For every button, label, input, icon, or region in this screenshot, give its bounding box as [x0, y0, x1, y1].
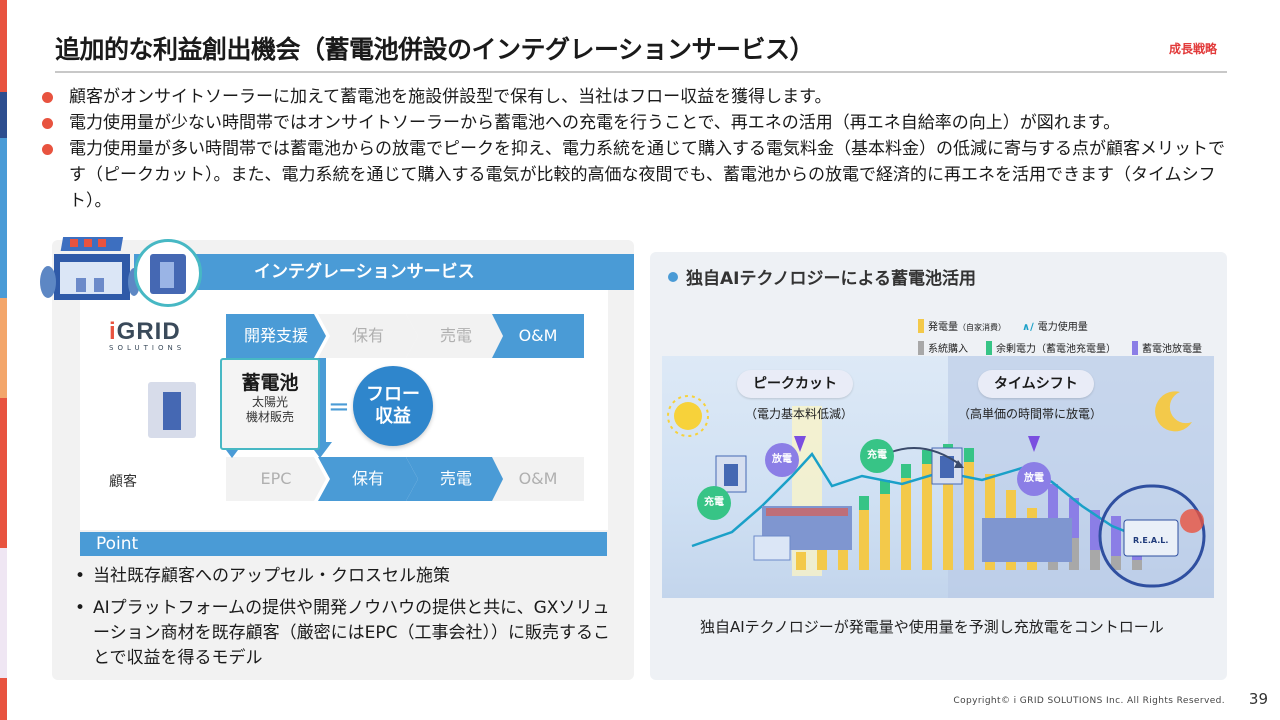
legend-usage-label: 電力使用量: [1037, 322, 1088, 333]
illustration-bar: [1069, 538, 1079, 570]
company-step-om: O&M: [492, 314, 584, 358]
bullet-dot-icon: [42, 144, 53, 155]
discharge-bubble: 放電: [765, 443, 799, 477]
battery-sales-sub2: 機材販売: [245, 410, 294, 424]
bullet-item: 電力使用量が少ない時間帯ではオンサイトソーラーから蓄電池への充電を行うことで、再…: [40, 110, 1250, 136]
customer-step-om: O&M: [492, 457, 584, 501]
illustration-bar: [880, 494, 890, 570]
side-color-stripe: [0, 0, 7, 720]
battery-sales-title: 蓄電池: [241, 372, 299, 394]
ai-panel-title-text: 独自AIテクノロジーによる蓄電池活用: [686, 269, 976, 289]
legend-swatch-surplus: [986, 341, 992, 355]
legend-swatch-grid: [918, 341, 924, 355]
bullet-text: 電力使用量が多い時間帯では蓄電池からの放電でピークを抑え、電力系統を通じて購入す…: [69, 139, 1225, 211]
copyright: Copyright© i GRID SOLUTIONS Inc. All Rig…: [953, 696, 1225, 706]
bullet-text: 顧客がオンサイトソーラーに加えて蓄電池を施設併設型で保有し、当社はフロー収益を獲…: [69, 87, 832, 107]
illustration-discharge-bar: [1048, 484, 1058, 524]
time-shift-note: （高単価の時間帯に放電）: [958, 407, 1103, 421]
bullet-list: 顧客がオンサイトソーラーに加えて蓄電池を施設併設型で保有し、当社はフロー収益を獲…: [40, 84, 1250, 214]
illustration-bar: [901, 478, 911, 570]
legend-generation: 発電量（自家消費）: [918, 318, 1006, 333]
customer-step-power-sales: 売電: [406, 457, 506, 501]
bullet-item: 顧客がオンサイトソーラーに加えて蓄電池を施設併設型で保有し、当社はフロー収益を獲…: [40, 84, 1250, 110]
legend-generation-note: （自家消費）: [958, 323, 1006, 332]
ai-panel-title: 独自AIテクノロジーによる蓄電池活用: [668, 264, 976, 289]
point-item: • 当社既存顧客へのアップセル・クロスセル施策: [75, 564, 625, 589]
flow-revenue-line1: フロー: [366, 384, 420, 405]
title-divider: [55, 71, 1227, 73]
bullet-dot-icon: [42, 92, 53, 103]
charge-bubble: 充電: [697, 486, 731, 520]
legend-line-icon: ∧∕: [1022, 322, 1034, 333]
legend-discharge: 蓄電池放電量: [1132, 340, 1202, 355]
ai-caption: 独自AIテクノロジーが発電量や使用量を予測し充放電をコントロール: [700, 618, 1164, 636]
peak-cut-note: （電力基本料低減）: [745, 407, 854, 421]
illustration-discharge-bar: [1090, 510, 1100, 550]
point-bullet-icon: •: [75, 598, 86, 618]
illustration-bar: [1132, 560, 1142, 570]
battery-cells-icon: [160, 262, 174, 288]
illustration-surplus-bar: [859, 496, 869, 510]
legend-discharge-label: 蓄電池放電量: [1142, 344, 1202, 355]
point-list: • 当社既存顧客へのアップセル・クロスセル施策 • AIプラットフォームの提供や開発…: [75, 564, 625, 678]
illustration-surplus-bar: [880, 480, 890, 494]
point-header: Point: [80, 532, 607, 556]
legend-swatch-generation: [918, 319, 924, 333]
equals-sign: =: [328, 392, 350, 422]
legend-surplus-label: 余剰電力（蓄電池充電量）: [996, 344, 1116, 355]
bullet-dot-icon: [42, 118, 53, 129]
illustration-surplus-bar: [964, 448, 974, 462]
company-step-power-sales: 売電: [406, 314, 506, 358]
illustration-bar: [943, 458, 953, 570]
bullet-item: 電力使用量が多い時間帯では蓄電池からの放電でピークを抑え、電力系統を通じて購入す…: [40, 136, 1240, 214]
customer-step-ownership: 保有: [318, 457, 418, 501]
service-bar: インテグレーションサービス: [134, 254, 634, 290]
logo-letter-i: i: [109, 318, 117, 345]
illustration-surplus-bar: [922, 450, 932, 464]
legend-generation-label: 発電量: [928, 322, 958, 333]
peak-cut-label: ピークカット: [737, 370, 853, 398]
flow-revenue-badge: フロー 収益: [353, 366, 433, 446]
illustration-surplus-bar: [901, 464, 911, 478]
point-text: 当社既存顧客へのアップセル・クロスセル施策: [93, 566, 450, 586]
logo-wordmark: GRID: [116, 318, 181, 345]
charge-bubble: 充電: [860, 439, 894, 473]
illustration-bar: [1111, 556, 1121, 570]
company-step-development: 開発支援: [226, 314, 326, 358]
legend-usage: ∧∕電力使用量: [1022, 318, 1088, 333]
battery-unit-icon: [148, 382, 196, 438]
title-dot-icon: [668, 272, 678, 282]
battery-sales-sub1: 太陽光: [251, 395, 288, 409]
page-title: 追加的な利益創出機会（蓄電池併設のインテグレーションサービス）: [55, 35, 815, 64]
discharge-bubble: 放電: [1017, 462, 1051, 496]
illustration-bar: [817, 540, 827, 570]
illustration-discharge-bar: [1111, 516, 1121, 556]
legend-grid: 系統購入: [918, 340, 968, 355]
logo-subtitle: SOLUTIONS: [109, 344, 186, 352]
company-step-ownership: 保有: [318, 314, 418, 358]
section-tag: 成長戦略: [1168, 42, 1217, 56]
customer-label: 顧客: [109, 474, 137, 490]
bullet-text: 電力使用量が少ない時間帯ではオンサイトソーラーから蓄電池への充電を行うことで、再…: [69, 113, 1121, 133]
flow-revenue-line2: 収益: [375, 406, 411, 427]
illustration-bar: [964, 462, 974, 570]
legend-swatch-discharge: [1132, 341, 1138, 355]
illustration-bar: [1090, 550, 1100, 570]
point-text: AIプラットフォームの提供や開発ノウハウの提供と共に、GXソリューション商材を既…: [93, 598, 611, 668]
company-logo: iGRID SOLUTIONS: [109, 318, 185, 352]
factory-icon: [40, 237, 140, 300]
battery-sales-callout: 蓄電池 太陽光 機材販売: [220, 358, 320, 450]
illustration-bar: [859, 510, 869, 570]
point-bullet-icon: •: [75, 566, 86, 586]
time-shift-label: タイムシフト: [978, 370, 1094, 398]
illustration-bar: [796, 552, 806, 570]
real-ai-label: R.E.A.L.: [1133, 536, 1168, 545]
customer-step-epc: EPC: [226, 457, 326, 501]
legend-surplus: 余剰電力（蓄電池充電量）: [986, 340, 1116, 355]
illustration-discharge-bar: [1069, 498, 1079, 538]
legend-grid-label: 系統購入: [928, 344, 968, 355]
page-number: 39: [1248, 690, 1268, 708]
illustration-bar: [922, 464, 932, 570]
point-item: • AIプラットフォームの提供や開発ノウハウの提供と共に、GXソリューション商材を…: [75, 596, 615, 671]
